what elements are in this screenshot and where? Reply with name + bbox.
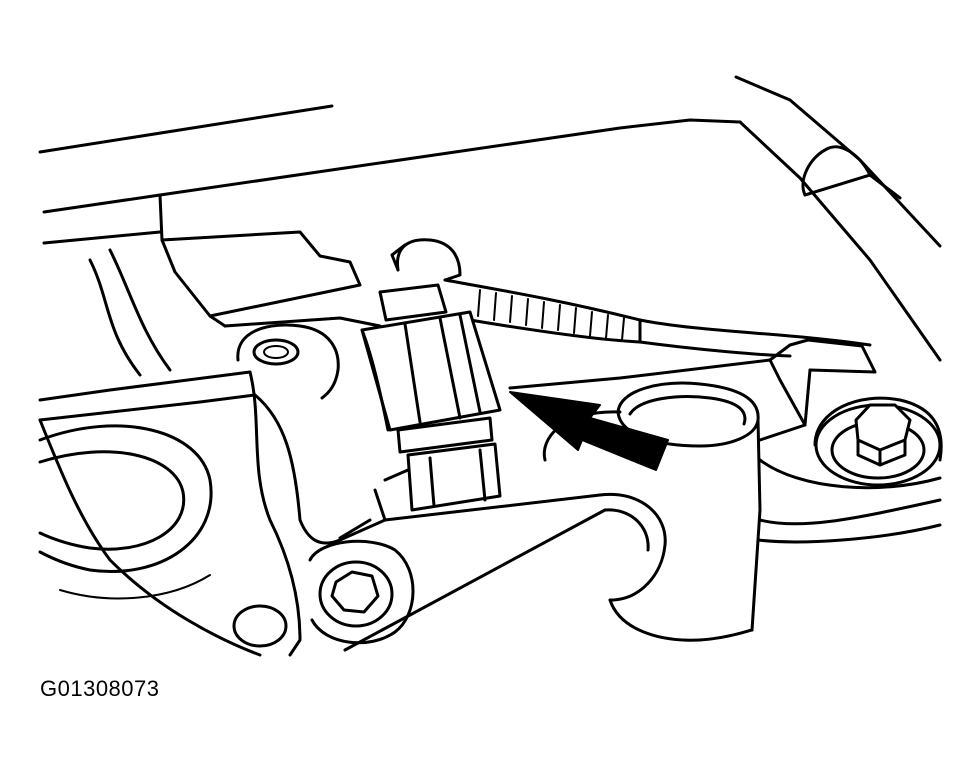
figure-code: G01308073 bbox=[40, 676, 160, 701]
right-bolt bbox=[758, 396, 943, 526]
upper-boss bbox=[236, 323, 340, 400]
small-hole bbox=[232, 604, 288, 648]
left-bracket bbox=[158, 193, 362, 328]
indicator-arrow bbox=[509, 391, 669, 471]
left-port-opening bbox=[38, 424, 213, 600]
wire-harness bbox=[390, 238, 872, 358]
lower-left-bolt bbox=[308, 539, 415, 645]
sensor-connector bbox=[360, 283, 502, 522]
right-strap bbox=[508, 338, 877, 442]
lower-right-body bbox=[756, 145, 942, 544]
upper-housing-edges bbox=[38, 75, 942, 362]
main-casting bbox=[38, 248, 387, 657]
diagonal-tube bbox=[338, 492, 667, 652]
